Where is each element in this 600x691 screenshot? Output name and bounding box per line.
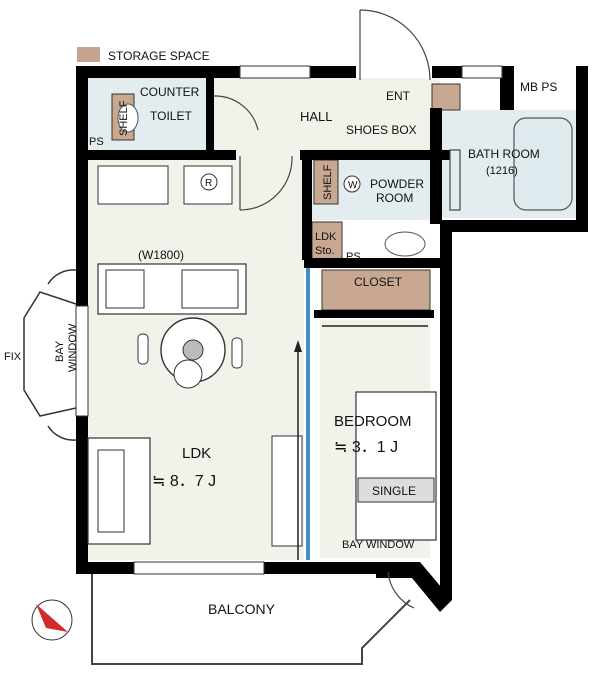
doors xyxy=(213,9,461,609)
kitchen-shelf xyxy=(97,165,169,205)
label-bay-window-right: BAY WINDOW xyxy=(342,539,415,551)
label-single: SINGLE xyxy=(372,484,416,498)
label-counter: COUNTER xyxy=(140,85,200,99)
label-fix: FIX xyxy=(4,351,22,363)
label-balcony: BALCONY xyxy=(208,601,276,617)
legend-swatch xyxy=(77,47,100,62)
label-ps-mid: PS xyxy=(346,251,361,263)
bathtub xyxy=(513,117,573,211)
label-shoes-box: SHOES BOX xyxy=(346,123,417,137)
label-mb-ps: MB PS xyxy=(520,80,557,94)
windows xyxy=(75,65,503,575)
label-washer: W xyxy=(348,180,358,191)
label-fridge: R xyxy=(205,178,212,189)
legend-label: STORAGE SPACE xyxy=(108,49,210,63)
label-powder-room: ROOM xyxy=(376,191,413,205)
label-ps-left: PS xyxy=(89,136,104,148)
toilet-bowl xyxy=(117,103,139,133)
balcony-outline xyxy=(91,574,411,665)
label-ldk-sto-1: LDK xyxy=(315,231,337,243)
label-bath-size: (1216) xyxy=(486,165,518,177)
label-ldk-area: ≒ 8．7 J xyxy=(152,473,216,490)
label-ldk: LDK xyxy=(182,445,211,462)
label-ldk-sto-2: Sto. xyxy=(315,245,335,257)
tv-board xyxy=(271,435,303,547)
label-bath-room: BATH ROOM xyxy=(468,147,540,161)
label-toilet: TOILET xyxy=(150,109,192,123)
label-hall: HALL xyxy=(300,109,333,124)
storage-closet xyxy=(321,269,431,311)
label-bedroom-area: ≒ 3．1 J xyxy=(334,439,398,456)
label-powder: POWDER xyxy=(370,177,424,191)
washbasin xyxy=(384,231,426,257)
storage-shoes-box xyxy=(431,83,461,111)
label-closet: CLOSET xyxy=(354,275,403,289)
label-bay-window-left-2: WINDOW xyxy=(67,323,79,372)
label-kitchen-width: (W1800) xyxy=(138,248,184,262)
stove xyxy=(105,269,145,309)
label-shelf-powder: SHELF xyxy=(322,164,334,200)
floor-toilet xyxy=(86,78,212,152)
label-bedroom: BEDROOM xyxy=(334,413,412,430)
sink xyxy=(181,269,239,309)
bed xyxy=(355,391,437,541)
label-ent: ENT xyxy=(386,89,411,103)
floor-hall xyxy=(212,78,440,160)
label-bay-window-left-1: BAY xyxy=(54,340,66,362)
washer-icon xyxy=(343,175,361,193)
bay-window-left xyxy=(23,269,77,441)
label-shelf-toilet: SHELF xyxy=(118,100,130,136)
